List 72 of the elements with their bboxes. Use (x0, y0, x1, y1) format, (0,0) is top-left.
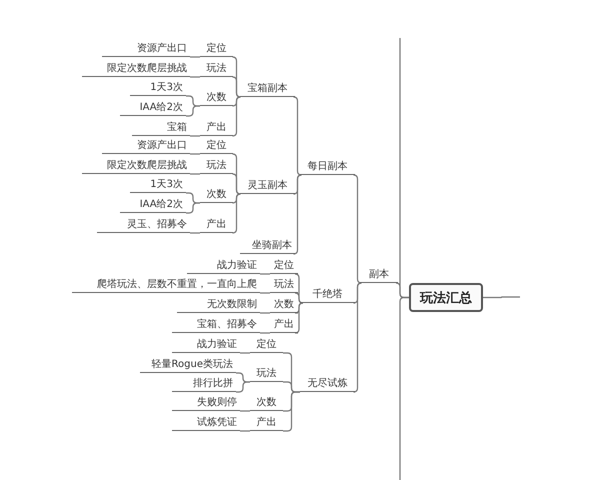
branch-line (399, 296, 409, 480)
branch-line (260, 332, 270, 334)
topic-label: 产出 (200, 120, 233, 136)
branch-line (352, 174, 362, 284)
topic-label: 每日副本 (300, 159, 355, 175)
branch-line (283, 391, 300, 432)
branch-line (292, 96, 302, 176)
branch-line (232, 76, 242, 98)
branch-line (294, 292, 304, 304)
branch-line (260, 273, 270, 275)
branch-line (232, 173, 242, 195)
branch-line (232, 193, 242, 234)
branch-line (186, 202, 200, 214)
topic-label: 定位 (250, 337, 283, 353)
branch-line (190, 153, 200, 155)
topic-label: 定位 (270, 258, 298, 274)
topic-label: 次数 (270, 297, 298, 313)
topic-label: 宝箱副本 (240, 81, 295, 97)
topic-label: 排行比拼 (172, 376, 236, 392)
branch-line (190, 56, 200, 58)
branch-line (190, 76, 200, 78)
topic-label: 宝箱 (132, 120, 190, 136)
topic-label: 宝箱、招募令 (172, 317, 260, 333)
branch-line (236, 381, 250, 393)
topic-label: 次数 (200, 187, 233, 203)
branch-line (352, 282, 362, 393)
topic-label: 资源产出口 (102, 138, 190, 154)
topic-label: IAA给2次 (120, 100, 186, 116)
topic-label: 定位 (200, 138, 233, 154)
topic-label: 灵玉、招募令 (97, 217, 190, 233)
topic-label: 爬塔玩法、层数不重置，一直向上爬 (72, 277, 260, 293)
topic-label: 玩法 (270, 277, 298, 293)
branch-line (260, 292, 270, 294)
topic-label: IAA给2次 (120, 197, 186, 213)
branch-line (294, 302, 304, 334)
branch-line (292, 174, 302, 255)
topic-label: 失败则停 (172, 395, 240, 411)
topic-label: 战力验证 (187, 258, 260, 274)
topic-label: 玩法 (200, 61, 233, 77)
branch-line (260, 312, 270, 314)
topic-label: 无次数限制 (177, 297, 260, 313)
branch-line (240, 352, 250, 354)
topic-label: 玩法 (250, 366, 283, 382)
topic-label: 千绝塔 (300, 287, 355, 303)
topic-label: 副本 (360, 267, 398, 283)
branch-line (186, 105, 200, 117)
topic-label: 产出 (200, 217, 233, 233)
topic-label: 无尽试炼 (300, 376, 355, 392)
branch-line (232, 96, 242, 137)
branch-line (190, 232, 200, 234)
branch-line (483, 296, 520, 298)
topic-label: 限定次数爬层挑战 (82, 61, 190, 77)
topic-label: 次数 (200, 90, 233, 106)
topic-label: 灵玉副本 (240, 178, 295, 194)
topic-label: 次数 (250, 395, 283, 411)
branch-line (190, 173, 200, 175)
topic-label: 限定次数爬层挑战 (82, 158, 190, 174)
topic-label: 1天3次 (130, 177, 186, 193)
topic-label: 1天3次 (130, 80, 186, 96)
topic-label: 产出 (250, 415, 283, 431)
topic-label: 轻量Rogue类玩法 (140, 357, 236, 373)
topic-label: 试炼凭证 (172, 415, 240, 431)
root-topic-box: 玩法汇总 (409, 283, 483, 312)
branch-line (190, 135, 200, 137)
topic-label: 产出 (270, 317, 298, 333)
branch-line (240, 410, 250, 412)
topic-label: 玩法 (200, 158, 233, 174)
topic-label: 定位 (200, 41, 233, 57)
branch-line (240, 430, 250, 432)
topic-label: 战力验证 (172, 337, 240, 353)
topic-label: 坐骑副本 (240, 238, 295, 254)
topic-label: 资源产出口 (102, 41, 190, 57)
